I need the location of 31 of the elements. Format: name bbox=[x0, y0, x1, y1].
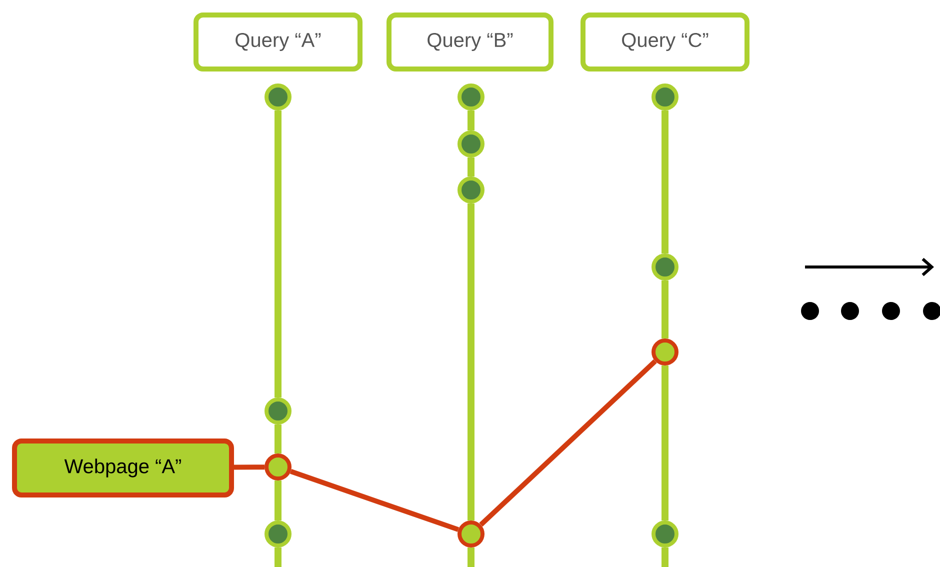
query-box: Query “A” bbox=[194, 12, 362, 72]
connector-line bbox=[479, 359, 657, 527]
query-box: Query “B” bbox=[386, 12, 554, 72]
highlighted-dot bbox=[264, 454, 292, 480]
connector-line bbox=[290, 469, 460, 532]
timeline-line bbox=[662, 110, 668, 254]
dot bbox=[652, 84, 678, 110]
timeline-line bbox=[468, 158, 474, 176]
timeline-line bbox=[274, 424, 282, 454]
timeline-line bbox=[274, 548, 282, 567]
dot bbox=[264, 84, 292, 110]
timeline-line bbox=[468, 548, 474, 567]
timeline-line bbox=[662, 366, 668, 520]
timeline-line bbox=[274, 480, 282, 520]
query-box: Query “C” bbox=[580, 12, 750, 72]
dot bbox=[458, 130, 484, 158]
highlighted-dot bbox=[458, 520, 484, 548]
timeline-line bbox=[662, 548, 668, 567]
dot bbox=[264, 520, 292, 548]
label-box: Webpage “A” bbox=[12, 438, 234, 498]
highlighted-dot bbox=[652, 338, 678, 366]
timeline-line bbox=[662, 280, 668, 338]
dot bbox=[652, 254, 678, 280]
connector-line bbox=[234, 464, 265, 470]
dot bbox=[458, 84, 484, 110]
dot bbox=[264, 398, 292, 424]
dot bbox=[652, 520, 678, 548]
timeline-line bbox=[274, 110, 282, 398]
dot bbox=[458, 176, 484, 204]
timeline-line bbox=[468, 204, 474, 520]
timeline-line bbox=[468, 110, 474, 130]
